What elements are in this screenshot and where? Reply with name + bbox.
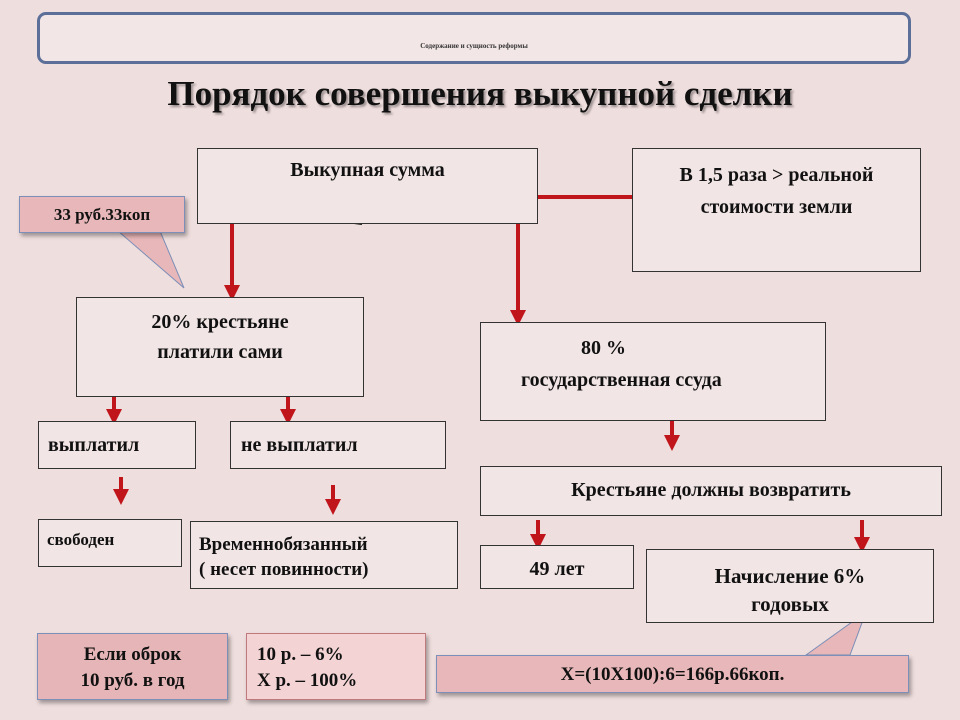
sum-value-callout: 33 руб.33коп [19,196,185,233]
header-text: Содержание и сущность реформы [420,42,528,50]
peasants-20-line2: платили сами [157,341,283,363]
interest-line2: годовых [751,592,829,616]
ratio-box: В 1,5 раза > реальной стоимости земли [632,148,921,272]
peasants-20-box: 20% крестьяне платили сами [76,297,364,397]
temp-obligated-box: Временнобязанный ( несет повинности) [190,521,458,589]
temp-line1: Временнобязанный [199,534,368,555]
peasants-20-line1: 20% крестьяне [151,311,289,333]
years-49-label: 49 лет [529,558,585,580]
paid-box: выплатил [38,421,196,469]
sum-value-text: 33 руб.33коп [53,205,151,224]
free-box: свободен [38,519,182,567]
ratio-line1: В 1,5 раза > реальной [679,164,874,186]
state-80-box: 80 % государственная ссуда [480,322,826,421]
not-paid-box: не выплатил [230,421,446,469]
prop-line2: Х р. – 100% [257,670,358,691]
prop-line1: 10 р. – 6% [257,644,344,665]
state-80-line1: 80 % [581,337,626,359]
must-return-label: Крестьяне должны возвратить [571,479,851,501]
obrok-line1: Если оброк [83,644,182,665]
paid-label: выплатил [48,434,140,456]
temp-line2: ( несет повинности) [199,559,369,580]
obrok-callout: Если оброк 10 руб. в год [37,633,228,700]
formula-callout: Х=(10Х100):6=166р.66коп. [436,655,909,693]
redemption-sum-label: Выкупная сумма [290,159,445,181]
must-return-box: Крестьяне должны возвратить [480,466,942,516]
interest-line1: Начисление 6% [714,564,866,588]
years-49-box: 49 лет [480,545,634,589]
proportion-callout: 10 р. – 6% Х р. – 100% [246,633,426,700]
obrok-line2: 10 руб. в год [80,670,185,691]
not-paid-label: не выплатил [241,434,358,456]
state-80-line2: государственная ссуда [521,369,722,391]
interest-box: Начисление 6% годовых [646,549,934,623]
header-box: Содержание и сущность реформы [37,12,911,64]
page-title: Порядок совершения выкупной сделки [167,74,793,113]
redemption-sum-box: Выкупная сумма [197,148,538,224]
callout-tail-sum [116,230,185,289]
ratio-line2: стоимости земли [700,196,853,218]
formula-text: Х=(10Х100):6=166р.66коп. [560,664,785,685]
free-label: свободен [47,530,115,549]
